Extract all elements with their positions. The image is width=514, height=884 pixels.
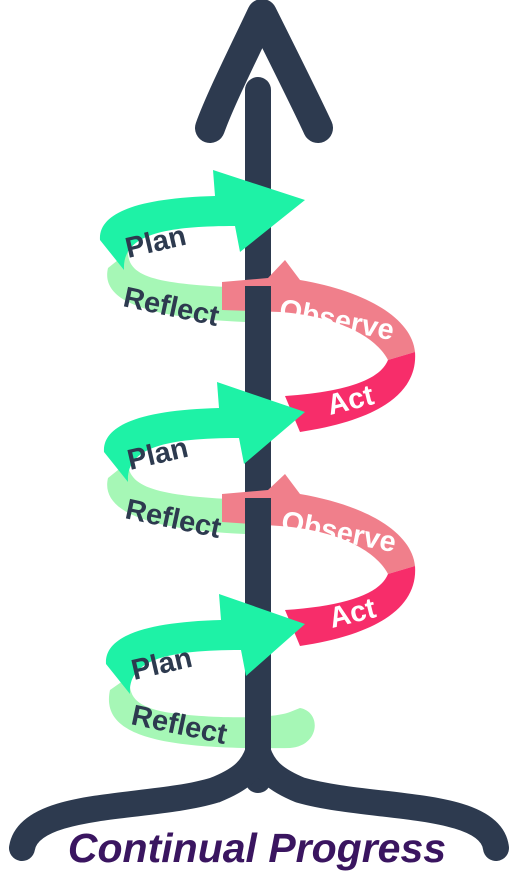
act-label-1: Act [324,379,377,421]
shaft-overlay-2 [245,498,271,538]
act-band-2 [285,566,416,646]
reflect-band-2 [107,462,246,534]
act-label-2: Act [326,592,379,634]
arrow-head-icon [195,0,333,143]
plan-band-1 [99,170,305,270]
plan-band-3 [105,594,305,694]
observe-band-1 [222,260,415,360]
shaft-overlay-1 [245,286,271,326]
act-band-1 [285,352,416,432]
shaft-overlay-3 [245,704,271,750]
reflect-band-1 [107,252,246,322]
base-branches [9,739,509,861]
diagram-caption: Continual Progress [67,825,447,871]
plan-band-2 [103,382,305,482]
